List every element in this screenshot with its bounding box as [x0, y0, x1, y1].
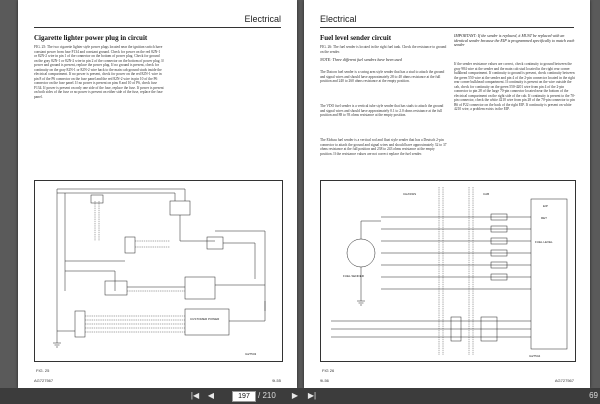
- diagram-code: IA27544: [529, 354, 541, 358]
- body-text-4: The Elobau fuel sender is a vertical rod…: [320, 138, 447, 156]
- next-page-button[interactable]: ▶: [291, 391, 299, 400]
- page-header: Electrical: [244, 14, 281, 24]
- important-note: IMPORTANT: If the sender is replaced, it…: [454, 33, 575, 48]
- body-text-5: If the sender resistance values are corr…: [454, 62, 576, 111]
- fuel-level-label: FUEL LEVEL: [535, 240, 553, 244]
- wiring-diagram-svg: CUSTOMER POWER IA27543: [53, 188, 266, 356]
- page-number: 9i-56: [320, 378, 329, 383]
- wiring-diagram: CHASSIS CAB EIP RET FUEL LEVEL: [320, 180, 576, 362]
- body-text-3: The VDO fuel sender is a vertical tube s…: [320, 104, 444, 117]
- note-text: NOTE: Three different fuel senders have …: [320, 57, 402, 62]
- cab-label: CAB: [483, 192, 489, 196]
- figure-label: FIG. 25: [36, 368, 50, 373]
- zoom-level[interactable]: 69: [589, 391, 598, 400]
- last-page-button[interactable]: ▶|: [307, 391, 317, 400]
- page-total-label: / 210: [258, 391, 276, 400]
- diagram-code: IA27543: [245, 352, 257, 356]
- body-text-1: FIG. 26: The fuel sender is located in t…: [320, 45, 447, 54]
- header-rule: [34, 27, 281, 28]
- figure-label: FIG 26: [322, 368, 335, 373]
- doc-code: AG727567: [554, 378, 574, 383]
- page-number: 9i-55: [272, 378, 281, 383]
- section-title: Fuel level sender circuit: [320, 34, 392, 42]
- right-page: Electrical Fuel level sender circuit FIG…: [304, 0, 590, 388]
- page-number-input[interactable]: 197: [232, 391, 256, 402]
- prev-page-button[interactable]: ◀: [207, 391, 215, 400]
- left-page: Electrical Cigarette lighter power plug …: [18, 0, 297, 388]
- wiring-diagram: CUSTOMER POWER IA27543: [34, 180, 283, 362]
- eip-label: EIP: [543, 204, 548, 208]
- wiring-diagram-svg: CHASSIS CAB EIP RET FUEL LEVEL: [331, 187, 568, 358]
- viewer-toolbar: |◀ ◀ 197 / 210 ▶ ▶| 69: [0, 388, 600, 404]
- body-text: FIG. 25: The two cigarette lighter style…: [34, 45, 164, 99]
- page-header: Electrical: [320, 14, 357, 24]
- chassis-label: CHASSIS: [403, 192, 416, 196]
- first-page-button[interactable]: |◀: [190, 391, 200, 400]
- header-rule: [320, 27, 574, 28]
- customer-power-label: CUSTOMER POWER: [190, 317, 220, 321]
- body-text-2: The Datcon fuel sender is a swing arm st…: [320, 70, 445, 83]
- ret-label: RET: [541, 216, 547, 220]
- doc-code: AG727567: [34, 378, 54, 383]
- fuel-sender-label: FUEL SENDER: [343, 274, 365, 278]
- section-title: Cigarette lighter power plug in circuit: [34, 34, 148, 42]
